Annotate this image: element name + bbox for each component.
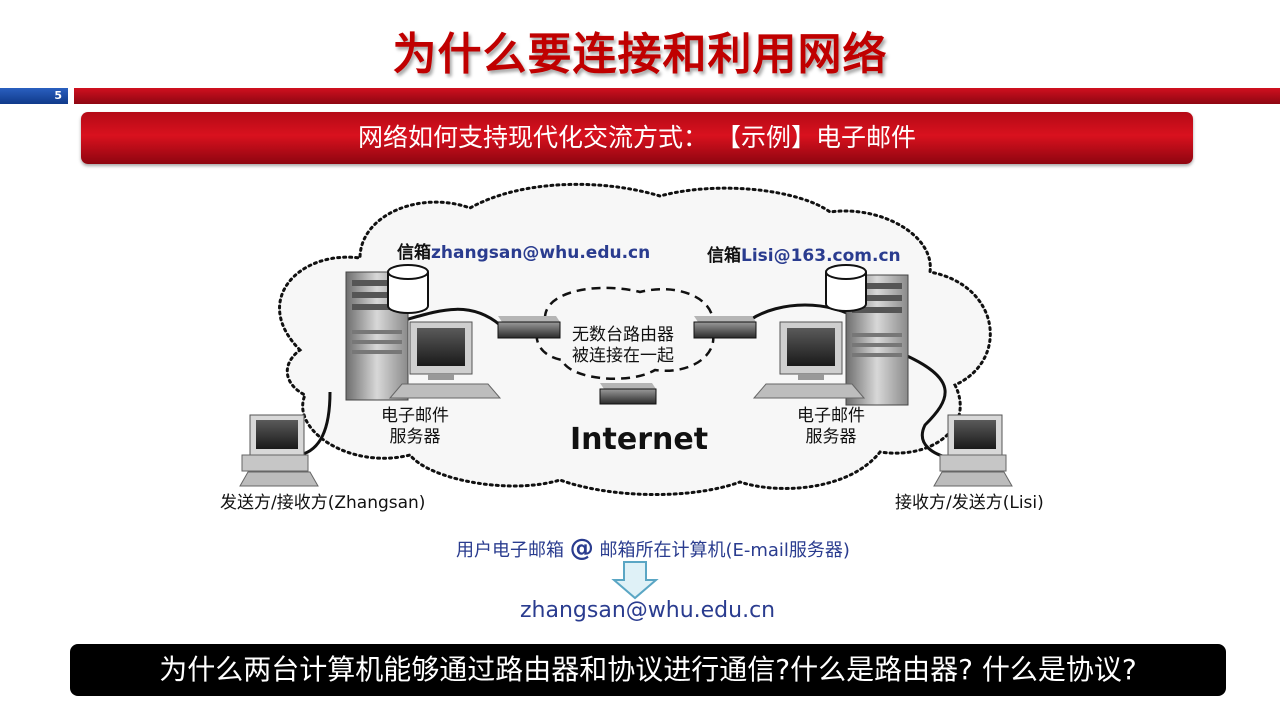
page-number-bar: [0, 88, 68, 104]
internet-cloud: [278, 182, 992, 496]
right-server-monitor: [752, 321, 866, 399]
right-client-label: 接收方/发送方(Lisi): [895, 493, 1044, 513]
cable-left-client: [299, 391, 332, 457]
left-mailbox-address: zhangsan@whu.edu.cn: [431, 243, 651, 263]
title-underline-bar: [74, 88, 1280, 104]
left-database-icon: [387, 264, 429, 314]
right-server-label-line1: 电子邮件: [797, 406, 865, 426]
right-mailbox-label: 信箱Lisi@163.com.cn: [707, 241, 901, 266]
left-server-monitor: [388, 321, 502, 399]
right-mailbox-prefix: 信箱: [707, 246, 741, 266]
left-client-computer: [239, 414, 319, 487]
left-mailbox-prefix: 信箱: [397, 243, 431, 263]
routers-label-line1: 无数台路由器: [572, 325, 674, 345]
right-server-label-line2: 服务器: [805, 427, 857, 447]
section-banner: 网络如何支持现代化交流方式： 【示例】电子邮件: [81, 112, 1193, 164]
left-server-label-line2: 服务器: [389, 427, 441, 447]
question-box: 为什么两台计算机能够通过路由器和协议进行通信?什么是路由器? 什么是协议?: [70, 644, 1226, 696]
left-mailbox-label: 信箱zhangsan@whu.edu.cn: [397, 238, 650, 263]
cable-right-client: [904, 353, 951, 460]
router-bottom: [599, 383, 657, 405]
email-example: zhangsan@whu.edu.cn: [520, 598, 776, 623]
email-format-prefix: 用户电子邮箱: [456, 540, 570, 561]
right-database-icon: [825, 264, 867, 312]
routers-label-line2: 被连接在一起: [572, 346, 674, 366]
slide-title: 为什么要连接和利用网络: [392, 29, 888, 80]
left-client-label: 发送方/接收方(Zhangsan): [220, 493, 426, 513]
router-right: [693, 316, 757, 339]
left-server-label-line1: 电子邮件: [381, 406, 449, 426]
router-cloud: [535, 286, 715, 380]
right-client-computer: [933, 414, 1013, 487]
router-left: [497, 316, 561, 339]
right-server-label: 电子邮件 服务器: [797, 406, 865, 448]
at-symbol: @: [569, 534, 594, 562]
routers-label: 无数台路由器 被连接在一起: [572, 325, 674, 367]
right-mailbox-address: Lisi@163.com.cn: [741, 246, 901, 266]
email-format-suffix: 邮箱所在计算机(E-mail服务器): [593, 540, 850, 561]
internet-label: Internet: [570, 422, 709, 457]
email-format-line: 用户电子邮箱 @ 邮箱所在计算机(E-mail服务器): [456, 534, 850, 562]
down-arrow-icon: [611, 561, 659, 600]
cable-left-router: [404, 307, 501, 327]
page-number: 5: [54, 89, 62, 102]
left-server-label: 电子邮件 服务器: [381, 406, 449, 448]
